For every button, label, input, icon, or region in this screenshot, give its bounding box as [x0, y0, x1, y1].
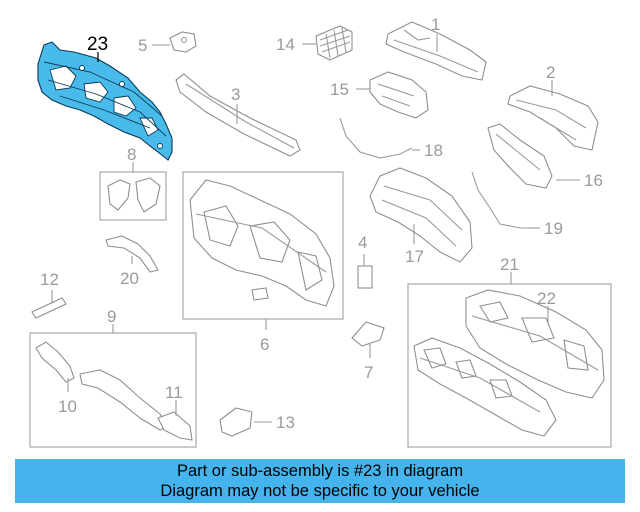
- part-22-insulator-pad: [465, 289, 605, 399]
- callout-20: 20: [120, 269, 139, 288]
- callout-5: 5: [138, 36, 147, 55]
- callout-4: 4: [358, 233, 367, 252]
- part-17-side-panel: [369, 167, 473, 263]
- part-4-block: [357, 265, 373, 289]
- callout-12: 12: [40, 270, 59, 289]
- part-5-bracket: [169, 31, 197, 53]
- info-banner: Part or sub-assembly is #23 in diagram D…: [15, 459, 625, 503]
- part-20-bracket: [105, 235, 159, 273]
- callout-7: 7: [364, 363, 373, 382]
- callout-10: 10: [58, 397, 77, 416]
- callout-16: 16: [584, 171, 603, 190]
- callout-23: 23: [87, 34, 108, 55]
- callout-11: 11: [165, 383, 183, 402]
- callout-14: 14: [276, 35, 295, 54]
- part-7-bracket: [351, 321, 385, 347]
- part-13-bracket: [219, 407, 253, 437]
- part-1-upper-cowl: [385, 21, 487, 81]
- callout-15: 15: [330, 80, 349, 99]
- part-12-strip: [31, 297, 67, 319]
- part-16-side-bracket: [487, 123, 553, 189]
- banner-line-2: Diagram may not be specific to your vehi…: [160, 482, 480, 500]
- box-21: [407, 283, 612, 448]
- part-19-cable: [471, 171, 536, 229]
- callout-18: 18: [424, 141, 443, 160]
- banner-line-1: Part or sub-assembly is #23 in diagram: [176, 462, 464, 480]
- part-21-insulator: [413, 337, 557, 437]
- callout-3: 3: [231, 85, 240, 104]
- box-6: [182, 171, 344, 320]
- callout-22: 22: [537, 289, 556, 308]
- callout-17: 17: [405, 247, 424, 266]
- callout-13: 13: [276, 413, 295, 432]
- part-18-seal: [339, 117, 413, 159]
- callout-9: 9: [107, 307, 116, 326]
- callout-1: 1: [431, 15, 440, 34]
- callout-2: 2: [546, 63, 555, 82]
- part-9-reinforcements: [35, 341, 193, 441]
- part-6-clip: [251, 287, 269, 301]
- callout-19: 19: [544, 219, 563, 238]
- callout-6: 6: [260, 335, 269, 354]
- part-23-dash-panel-highlighted[interactable]: [37, 41, 173, 161]
- part-8-brackets: [107, 177, 161, 213]
- callout-21: 21: [500, 255, 519, 274]
- part-2-cowl-side-panel: [507, 85, 599, 151]
- part-3-cowl-top-rail: [175, 73, 301, 157]
- part-15-bracket-panel: [369, 71, 429, 119]
- part-6-dash-panel: [189, 179, 335, 307]
- callout-8: 8: [127, 145, 136, 164]
- part-14-grille: [315, 25, 353, 61]
